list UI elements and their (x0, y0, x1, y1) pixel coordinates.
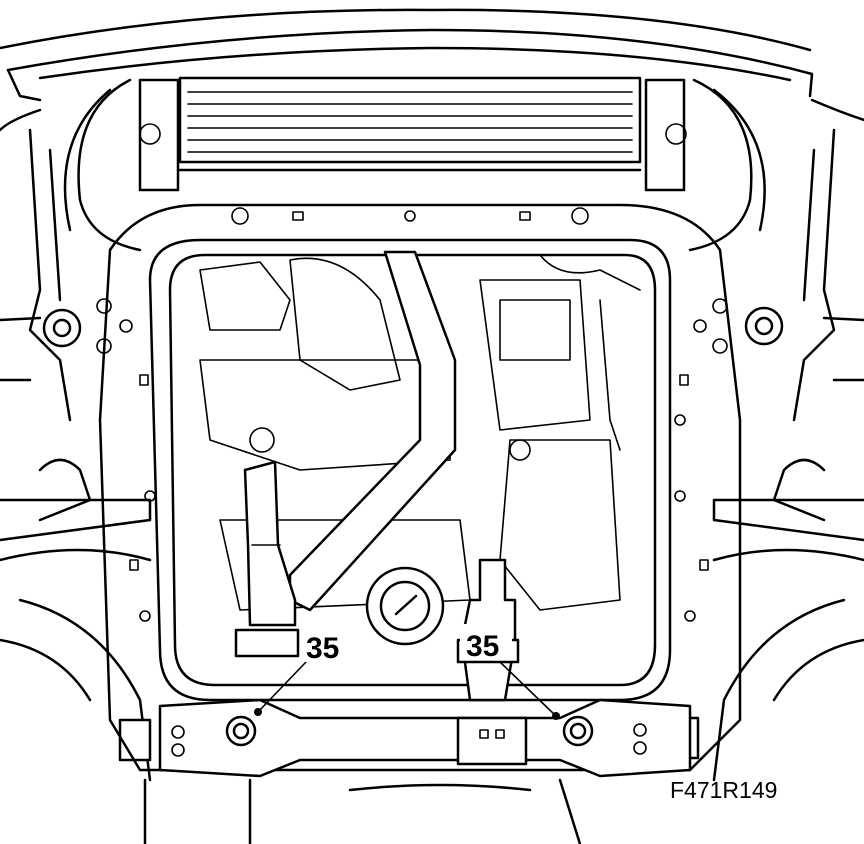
front-bumper-outline (0, 8, 864, 132)
left-callout-label: 35 (306, 632, 339, 665)
right-suspension (666, 78, 864, 782)
left-suspension (0, 78, 152, 782)
right-callout-label: 35 (466, 630, 499, 663)
figure-code: F471R149 (670, 777, 777, 803)
left-callout-leader (257, 661, 307, 713)
subframe (98, 203, 742, 772)
radiator (138, 76, 687, 192)
front-crossmember (143, 698, 692, 844)
center-flange (365, 566, 445, 646)
left-engine-mount (234, 460, 300, 658)
right-callout-dot (552, 712, 560, 720)
left-callout-dot (254, 708, 262, 716)
right-mount-bolt (562, 715, 594, 747)
right-callout-leader (499, 661, 557, 717)
left-mount-bolt (225, 715, 257, 747)
exhaust-pipe (288, 250, 457, 612)
